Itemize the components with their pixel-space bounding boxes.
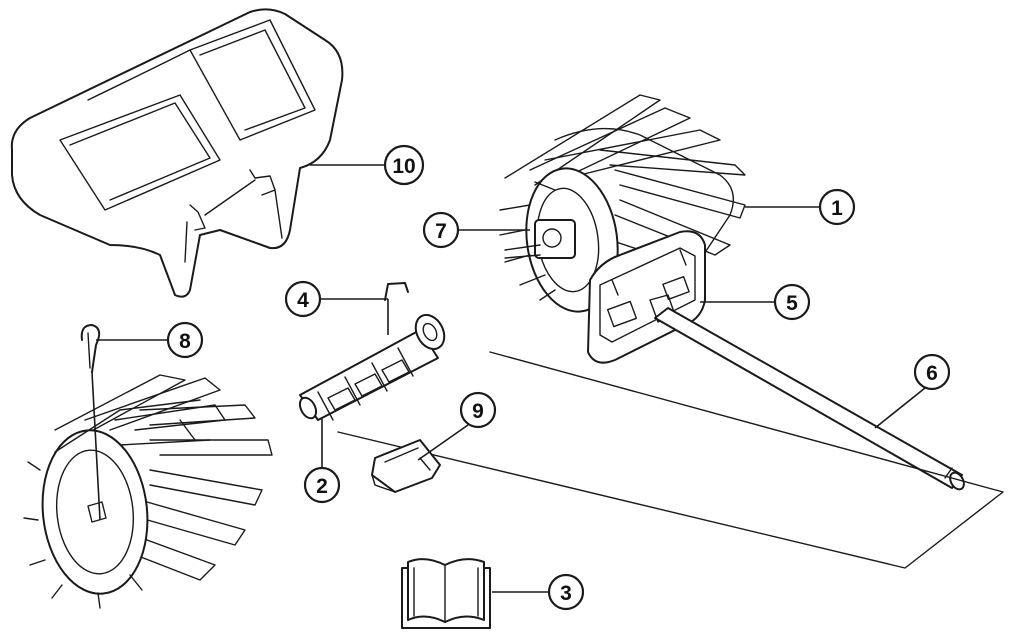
part-cover — [10, 8, 344, 298]
callout-3-label: 3 — [560, 582, 572, 605]
callout-5-label: 5 — [786, 292, 798, 315]
callout-10: 10 — [383, 144, 425, 186]
part-roller-left — [23, 374, 273, 609]
callout-10-label: 10 — [392, 155, 415, 178]
callout-9-label: 9 — [472, 400, 484, 423]
callout-2-label: 2 — [316, 475, 328, 498]
callout-6: 6 — [913, 353, 951, 391]
callout-9: 9 — [459, 391, 497, 429]
callout-1-label: 1 — [831, 197, 843, 220]
part-shaft — [298, 313, 446, 421]
callout-8: 8 — [166, 321, 204, 359]
callout-4-label: 4 — [297, 289, 309, 312]
callout-3: 3 — [547, 573, 585, 611]
callout-6-label: 6 — [926, 362, 938, 385]
callout-2: 2 — [303, 466, 341, 504]
callout-8-label: 8 — [179, 330, 191, 353]
group-outline — [337, 351, 1004, 569]
callout-7-label: 7 — [435, 220, 447, 243]
part-axle — [654, 307, 965, 491]
callout-7: 7 — [422, 211, 460, 249]
part-clip — [371, 439, 441, 493]
callout-1: 1 — [818, 188, 856, 226]
callout-4: 4 — [284, 280, 322, 318]
callout-5: 5 — [773, 283, 811, 321]
part-bracket — [587, 230, 706, 364]
part-cotter-pin — [80, 324, 101, 373]
part-pin — [384, 282, 409, 301]
part-manual-book-icon — [401, 558, 491, 629]
leader-lines — [91, 164, 926, 593]
